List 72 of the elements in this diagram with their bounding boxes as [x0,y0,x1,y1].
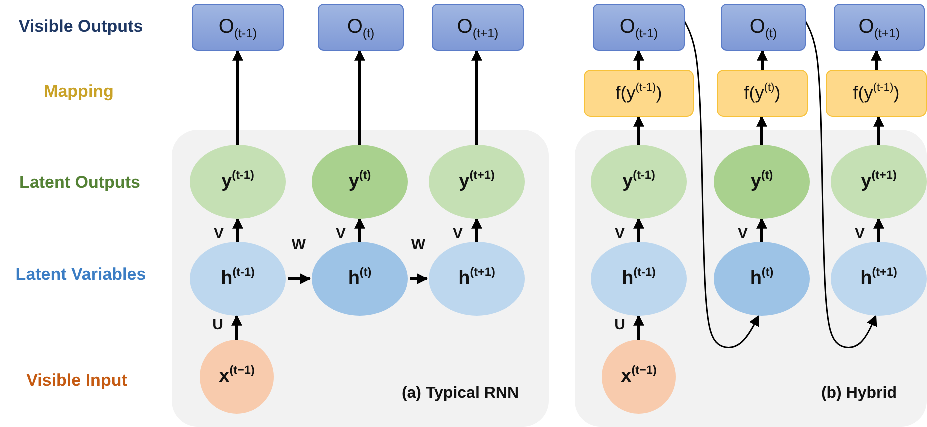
edge-label: V [453,225,463,242]
arrow [684,22,760,348]
box-label: O$_{(t-1)}$ [218,16,258,39]
edge-label: V [855,225,865,242]
variable-label: y$^{(t+1)}$ [861,171,897,193]
arrow [354,218,366,242]
arrow [756,116,768,145]
box-label: O$_{(t-1)}$ [620,16,658,39]
box-label: O$_{(t)}$ [750,16,778,39]
edge-label: V [738,225,748,242]
variable-label: h$^{(t-1)}$ [622,268,656,290]
edge-label: U [614,316,626,334]
edge-label: V [615,225,625,242]
edge-label: W [411,236,426,254]
edge-label: V [214,225,224,242]
variable-label: y$^{(t)}$ [348,171,372,193]
arrow [354,50,366,145]
arrow [871,50,882,70]
variable-label: y$^{(t-1)}$ [622,171,656,193]
output-box [432,4,524,51]
box-label: f(y$^{(t-1)}$) [616,83,662,104]
panel-background [172,130,549,427]
arrow [634,314,644,340]
box-label: O$_{(t)}$ [347,16,375,39]
box-label: f(y$^{(t-1)}$) [853,83,900,104]
output-box [318,4,404,51]
panel-caption: (b) Hybrid [821,385,897,403]
arrow [288,274,312,284]
variable-label: y$^{(t-1)}$ [222,171,254,193]
arrow [634,218,644,242]
variable-label: h$^{(t+1)}$ [458,268,496,290]
row-heading: Latent Variables [16,265,146,285]
arrow [634,116,644,145]
output-box [834,4,925,51]
row-heading: Latent Outputs [20,173,140,193]
row-heading: Visible Input [26,371,128,391]
arrow [634,50,644,70]
variable-label: x$^{(t−1)}$ [219,366,255,388]
arrow [232,218,244,242]
panel-background [575,130,927,427]
arrow [756,218,768,242]
arrow [410,274,428,284]
box-label: f(y$^{(t)}$) [744,83,781,104]
box-label: O$_{(t+1)}$ [457,16,499,39]
variable-label: h$^{(t)}$ [750,268,774,290]
arrow [874,116,884,145]
arrow [232,50,244,145]
edge-label: W [292,236,306,254]
variable-label: y$^{(t)}$ [750,171,774,193]
row-heading: Visible Outputs [18,17,144,37]
mapping-box [717,70,808,117]
variable-label: h$^{(t+1)}$ [860,268,898,290]
arrow [472,218,482,242]
variable-label: h$^{(t)}$ [348,268,372,290]
output-box [721,4,806,51]
arrow [757,50,768,70]
box-label: O$_{(t+1)}$ [858,16,900,39]
edge-label: V [336,225,346,242]
variable-label: y$^{(t+1)}$ [459,171,495,193]
arrow [874,218,884,242]
output-box [192,4,284,51]
arrow [472,50,482,145]
edge-label: U [212,316,224,334]
arrow [232,314,242,340]
row-heading: Mapping [44,82,114,102]
panel-caption: (a) Typical RNN [402,385,519,403]
output-box [593,4,685,51]
arrow [805,22,878,348]
mapping-box [826,70,927,117]
variable-label: x$^{(t−1)}$ [621,366,657,388]
mapping-box [584,70,694,117]
variable-label: h$^{(t-1)}$ [221,268,255,290]
